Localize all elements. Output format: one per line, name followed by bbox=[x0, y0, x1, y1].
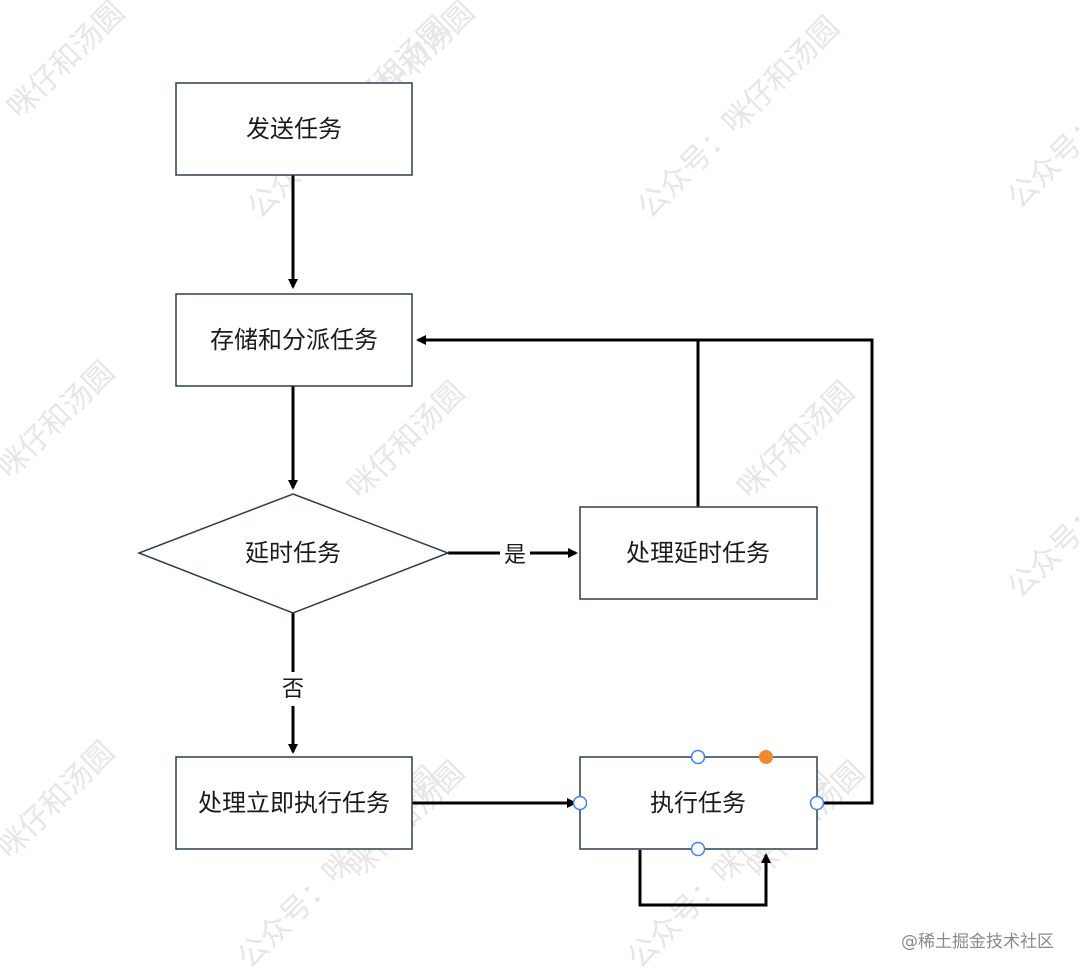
connection-handle-bottom[interactable] bbox=[690, 841, 706, 857]
watermark-text: 咪仔和汤圆 bbox=[341, 375, 472, 506]
node-label: 存储和分派任务 bbox=[210, 326, 378, 354]
watermark-text: 咪仔和汤圆 bbox=[0, 735, 122, 866]
edge-label-yes-group: 是 bbox=[500, 540, 530, 568]
node-execute-task[interactable]: 执行任务 bbox=[579, 756, 818, 850]
node-delayed-decision[interactable]: 延时任务 bbox=[136, 493, 451, 614]
watermark-text: 公众号：咪仔和汤圆 bbox=[1001, 0, 1080, 216]
watermark-text: 咪仔和汤圆 bbox=[1, 0, 132, 126]
edge-execute-self-loop bbox=[638, 850, 771, 907]
node-store-dispatch[interactable]: 存储和分派任务 bbox=[175, 293, 413, 387]
node-label: 执行任务 bbox=[650, 789, 746, 817]
watermark-text: 咪仔和汤圆 bbox=[731, 375, 862, 506]
watermark-text: 公众号：咪仔和汤圆 bbox=[1001, 390, 1080, 606]
connection-handle-right[interactable] bbox=[809, 795, 825, 811]
edge-label-yes: 是 bbox=[504, 543, 526, 568]
node-handle-immediate[interactable]: 处理立即执行任务 bbox=[175, 756, 413, 850]
footer-watermark: @稀土掘金技术社区 bbox=[901, 932, 1054, 952]
node-label: 处理立即执行任务 bbox=[198, 789, 390, 817]
connection-handle-left[interactable] bbox=[572, 795, 588, 811]
watermark-text: 咪仔和汤圆 bbox=[0, 355, 122, 486]
rotate-handle[interactable] bbox=[759, 750, 773, 764]
node-label: 发送任务 bbox=[246, 115, 342, 143]
watermark-text: 公众号：咪仔和汤圆 bbox=[631, 10, 847, 226]
edge-label-no: 否 bbox=[282, 677, 304, 702]
node-label: 延时任务 bbox=[245, 539, 341, 567]
edge-execute-back-to-store bbox=[416, 335, 874, 805]
edge-label-no-group: 否 bbox=[278, 672, 308, 706]
node-handle-delayed[interactable]: 处理延时任务 bbox=[579, 506, 818, 600]
selection-handles[interactable] bbox=[572, 749, 825, 857]
node-send-task[interactable]: 发送任务 bbox=[175, 82, 413, 176]
node-label: 处理延时任务 bbox=[626, 539, 770, 567]
connection-handle-top[interactable] bbox=[690, 749, 706, 765]
